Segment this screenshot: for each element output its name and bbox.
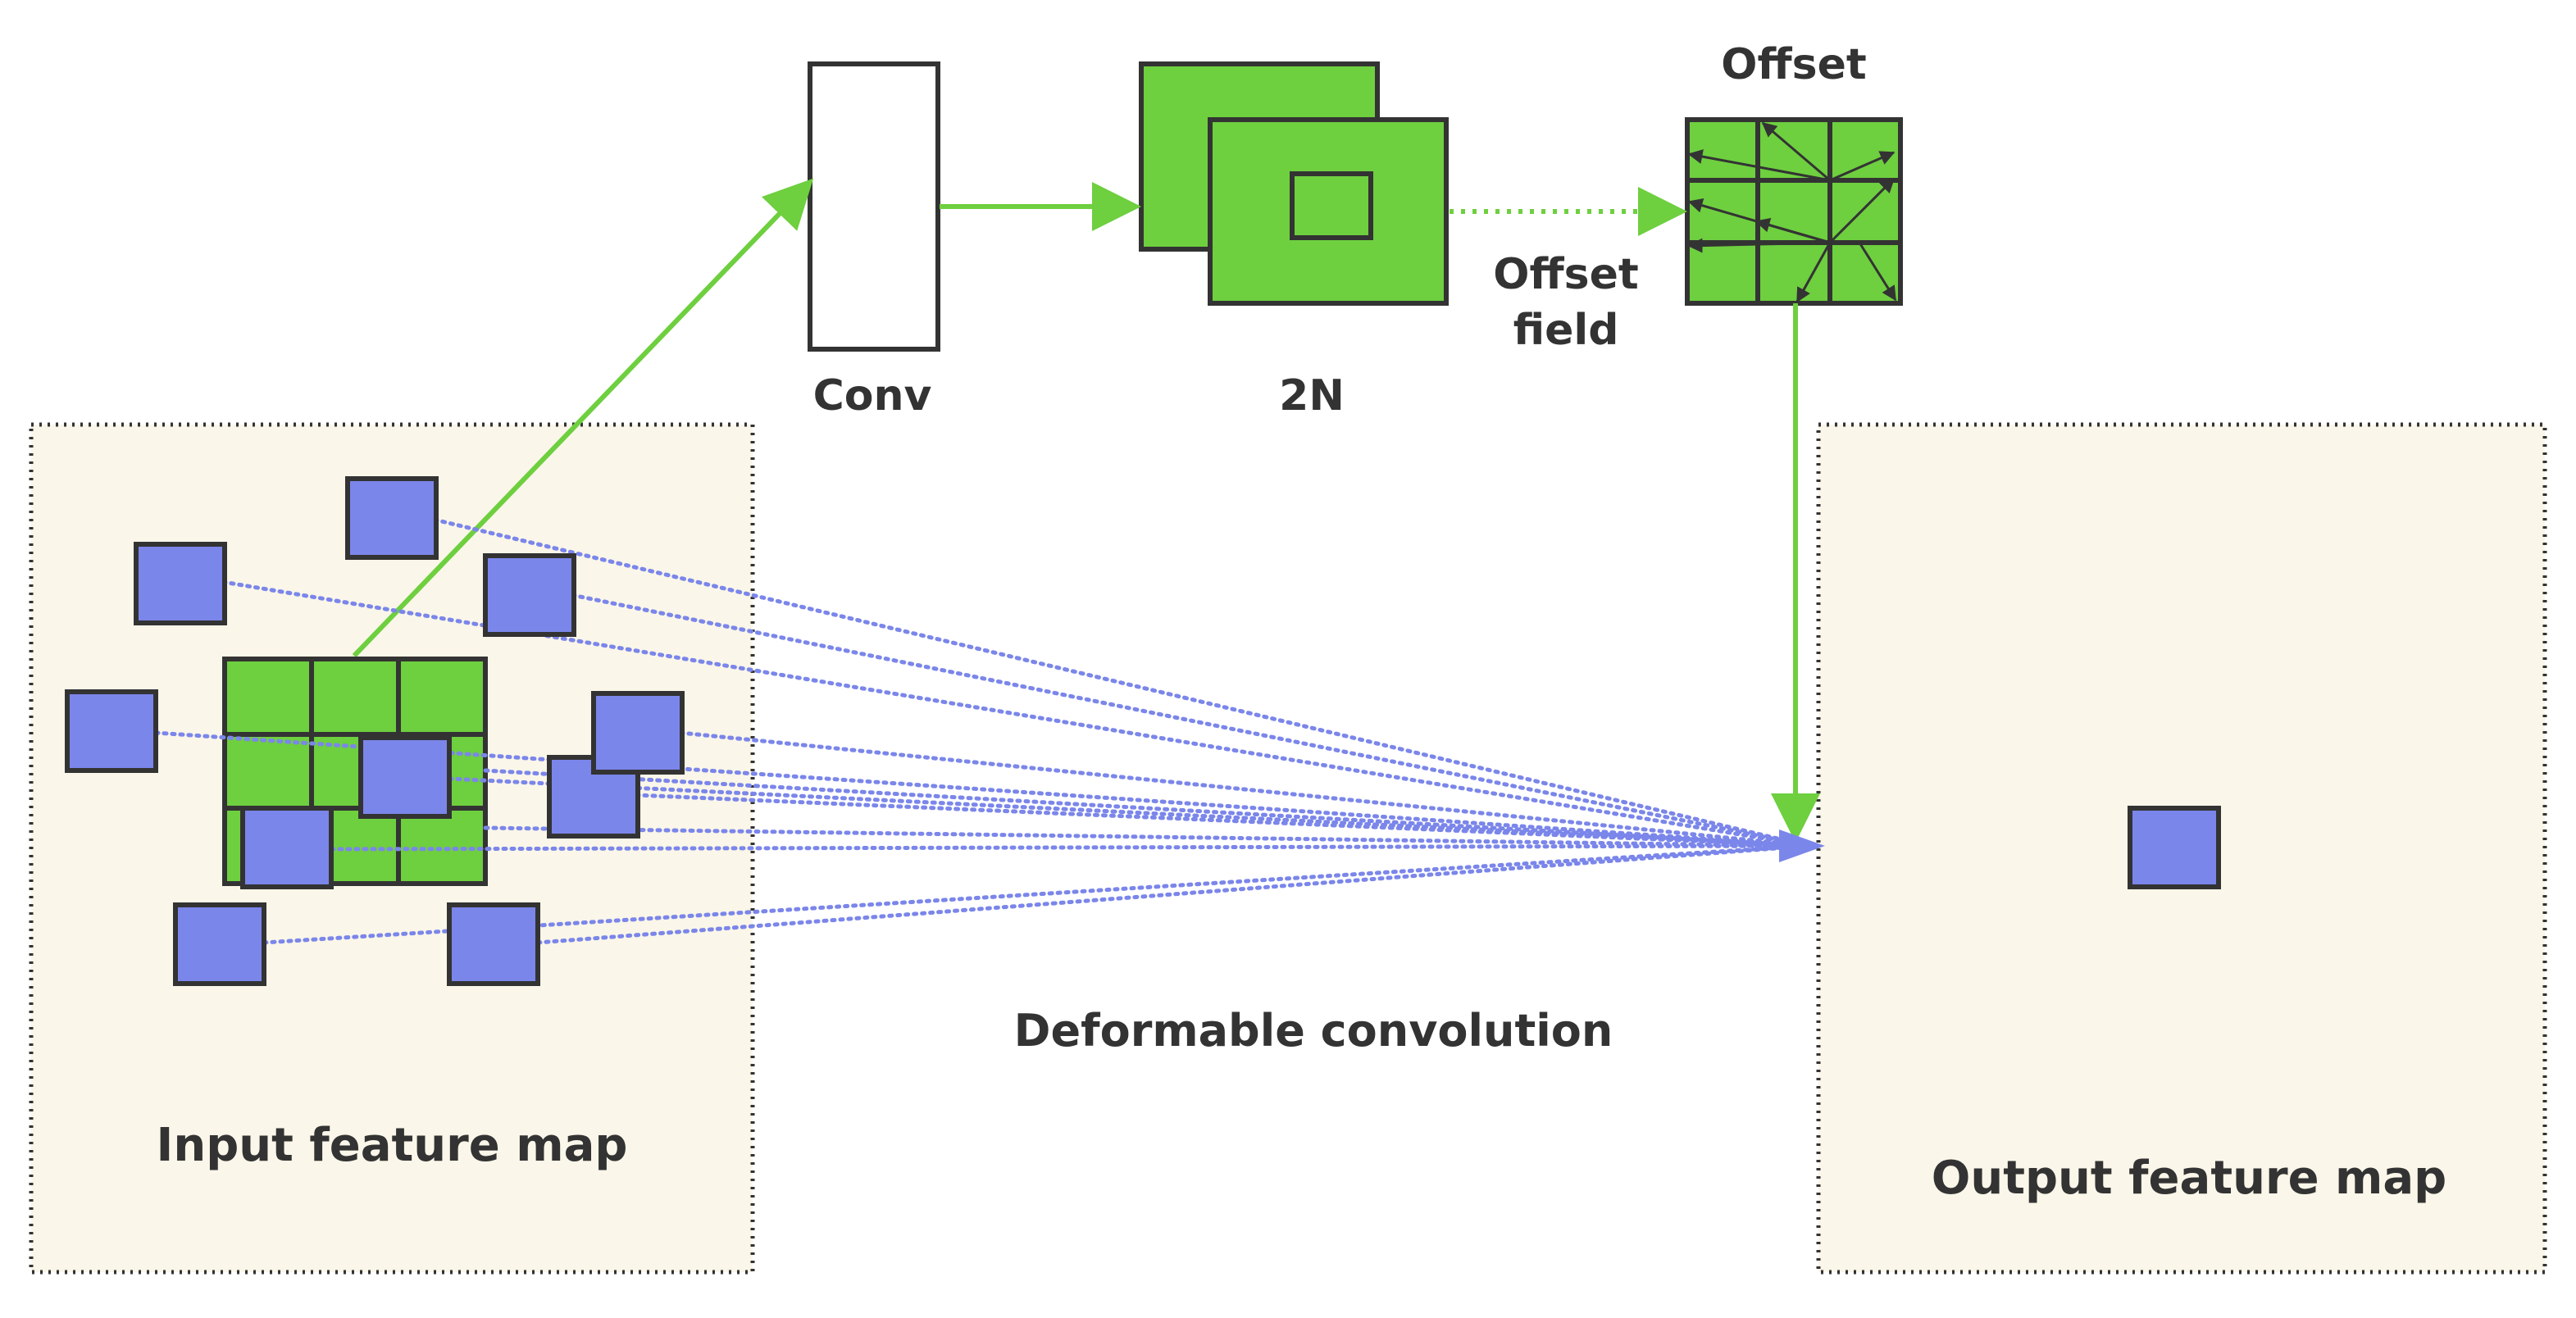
convergence-arrowhead xyxy=(1779,829,1825,862)
sampling-line xyxy=(483,825,1811,848)
sampled-square xyxy=(65,689,158,773)
sampling-line xyxy=(570,593,1811,848)
sampling-line xyxy=(153,730,1811,848)
sampled-square xyxy=(345,476,439,560)
sampled-square xyxy=(240,806,334,889)
sampling-line xyxy=(535,843,1811,945)
offset-map-inner-square xyxy=(1290,171,1373,240)
offset-map-front xyxy=(1208,117,1449,306)
sampling-line xyxy=(221,579,1811,848)
sampled-square xyxy=(483,553,576,637)
sampling-lines xyxy=(153,517,1811,945)
output-square xyxy=(2128,806,2221,889)
sampled-positions xyxy=(65,476,685,986)
offset-arrows xyxy=(1687,121,1897,303)
sampling-line xyxy=(329,843,1811,852)
sampling-line xyxy=(678,730,1811,848)
offset-field-label-line1: Offset xyxy=(1493,250,1638,299)
conv-block xyxy=(808,61,940,352)
sampled-square xyxy=(591,691,685,775)
sampled-square xyxy=(358,735,452,819)
sampled-square xyxy=(447,902,540,986)
output-feature-map-label: Output feature map xyxy=(1932,1152,2447,1205)
deformable-convolution-label: Deformable convolution xyxy=(1014,1005,1613,1057)
offset-label: Offset xyxy=(1721,40,1866,89)
two-n-label: 2N xyxy=(1279,371,1345,420)
sampling-line xyxy=(483,768,1811,848)
offset-field-label-line2: field xyxy=(1513,306,1619,355)
input-feature-map-label: Input feature map xyxy=(156,1119,627,1172)
sampled-square xyxy=(134,542,227,625)
sampling-line xyxy=(432,517,1811,848)
arrow-input-to-conv xyxy=(352,178,814,658)
sampled-square xyxy=(173,902,266,986)
conv-label: Conv xyxy=(813,371,932,420)
